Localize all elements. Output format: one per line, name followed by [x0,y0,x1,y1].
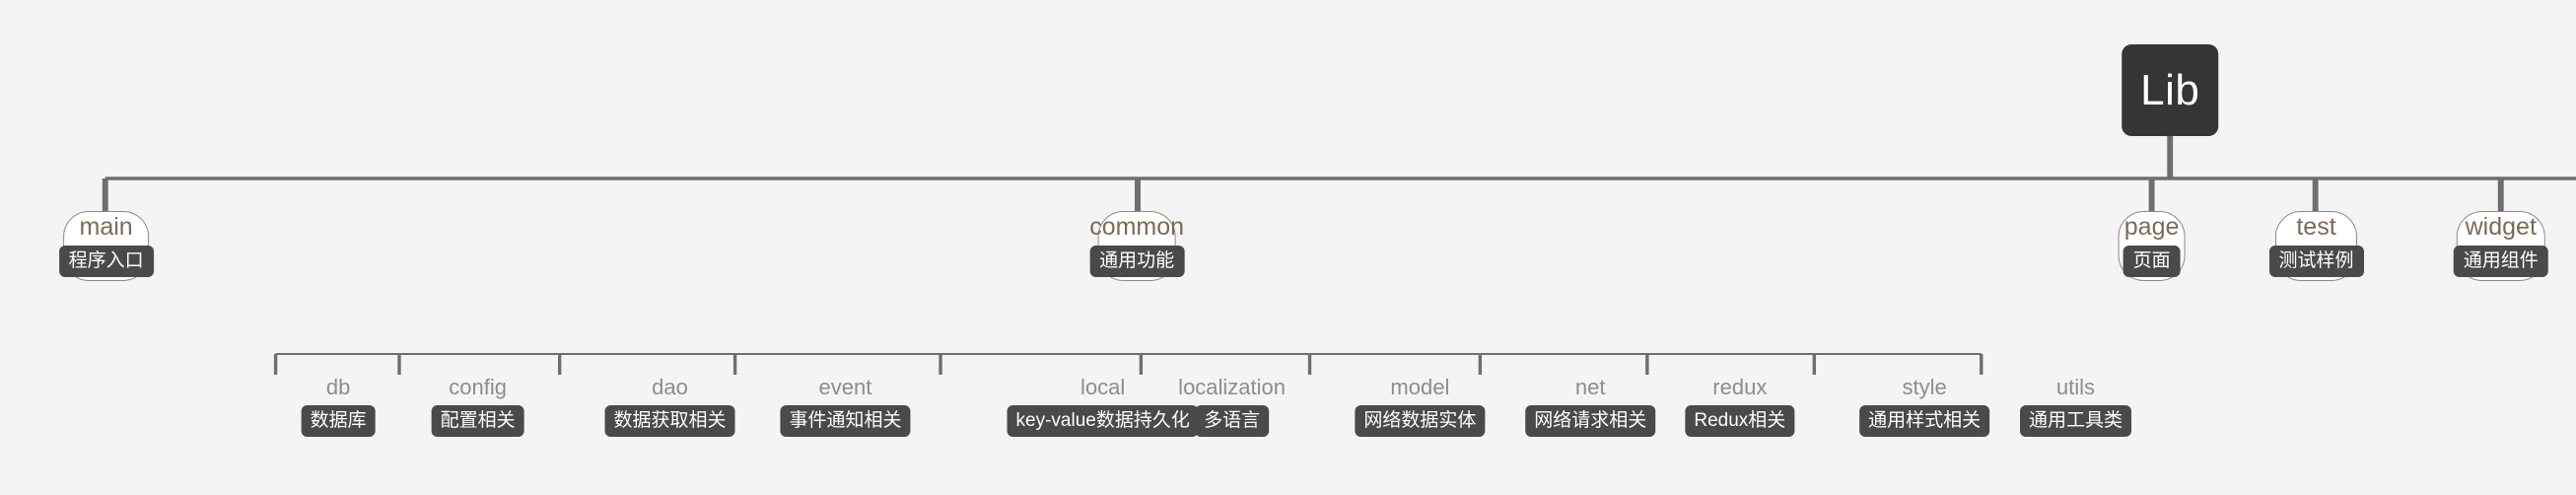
leaf-node-localization[interactable]: localization 多语言 [1178,375,1286,437]
leaf-title-net: net [1574,375,1606,399]
branch-title-main: main [79,212,133,241]
leaf-title-model: model [1390,375,1450,399]
leaf-badge-localization: 多语言 [1195,405,1270,437]
root-node-lib[interactable]: Lib [2122,44,2219,136]
leaf-title-config: config [449,375,508,399]
leaf-badge-net: 网络请求相关 [1525,405,1656,437]
branch-title-common: common [1089,212,1185,241]
leaf-badge-local: key-value数据持久化 [1007,405,1199,437]
leaf-badge-utils: 通用工具类 [2019,405,2132,437]
leaf-node-dao[interactable]: dao 数据获取相关 [604,375,735,437]
leaf-title-localization: localization [1178,375,1287,399]
leaf-badge-style: 通用样式相关 [1859,405,1990,437]
leaf-badge-event: 事件通知相关 [780,405,911,437]
leaf-node-model[interactable]: model 网络数据实体 [1355,375,1486,437]
leaf-title-style: style [1902,375,1947,399]
leaf-node-event[interactable]: event 事件通知相关 [780,375,911,437]
leaf-node-config[interactable]: config 配置相关 [431,375,524,437]
leaf-badge-db: 数据库 [301,405,376,437]
branch-badge-widget: 通用组件 [2453,245,2548,277]
leaf-node-utils[interactable]: utils 通用工具类 [2019,375,2132,437]
branch-badge-common: 通用功能 [1089,245,1185,277]
branch-node-page[interactable]: page 页面 [2118,211,2186,281]
leaf-badge-model: 网络数据实体 [1355,405,1486,437]
branch-node-common[interactable]: common 通用功能 [1089,211,1185,281]
branch-badge-test: 测试样例 [2268,245,2364,277]
leaf-title-local: local [1080,375,1126,399]
branch-title-page: page [2123,212,2180,241]
branch-badge-page: 页面 [2123,245,2181,277]
branch-node-widget[interactable]: widget 通用组件 [2453,211,2548,281]
branch-badge-main: 程序入口 [58,245,154,277]
leaf-node-style[interactable]: style 通用样式相关 [1859,375,1990,437]
leaf-node-db[interactable]: db 数据库 [301,375,376,437]
leaf-node-net[interactable]: net 网络请求相关 [1525,375,1656,437]
branch-node-main[interactable]: main 程序入口 [58,211,154,281]
leaf-node-redux[interactable]: redux Redux相关 [1685,375,1795,437]
branch-title-test: test [2296,212,2336,241]
branch-node-test[interactable]: test 测试样例 [2268,211,2364,281]
branch-title-widget: widget [2465,212,2537,241]
leaf-badge-redux: Redux相关 [1685,405,1795,437]
leaf-title-utils: utils [2055,375,2096,399]
leaf-title-event: event [818,375,872,399]
leaf-badge-config: 配置相关 [431,405,524,437]
leaf-title-redux: redux [1712,375,1768,399]
leaf-badge-dao: 数据获取相关 [604,405,735,437]
leaf-title-dao: dao [652,375,688,399]
leaf-title-db: db [325,375,351,399]
leaf-node-local[interactable]: local key-value数据持久化 [1007,375,1199,437]
root-node-label: Lib [2140,65,2200,114]
